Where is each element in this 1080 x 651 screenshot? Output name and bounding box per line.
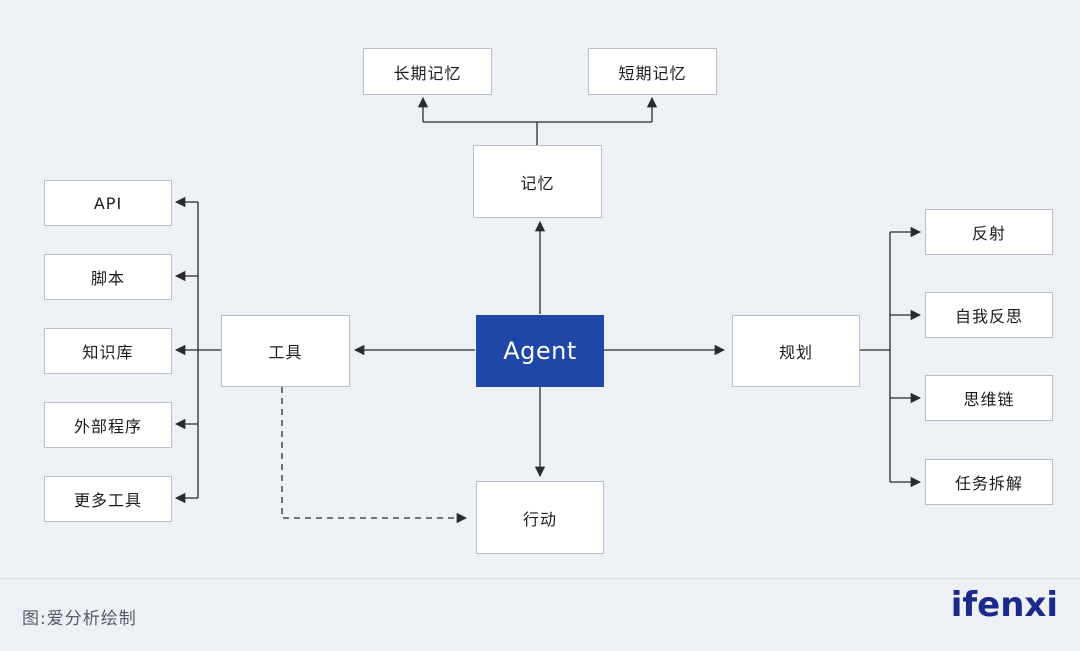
node-planning: 规划 [732,315,860,387]
node-memory: 记忆 [473,145,602,218]
ifenxi-logo: ifenxi [950,585,1058,625]
node-external-program: 外部程序 [44,402,172,448]
edge-tools-action-dashed [281,387,468,524]
node-chain-of-thought: 思维链 [925,375,1053,421]
node-self-reflection: 自我反思 [925,292,1053,338]
node-long-term-memory: 长期记忆 [363,48,492,95]
node-tools: 工具 [221,315,350,387]
node-api: API [44,180,172,226]
node-short-term-memory: 短期记忆 [588,48,717,95]
node-script: 脚本 [44,254,172,300]
node-action: 行动 [476,481,604,554]
node-knowledge-base: 知识库 [44,328,172,374]
node-agent: Agent [476,315,604,387]
figure-caption: 图:爱分析绘制 [22,609,137,629]
node-more-tools: 更多工具 [44,476,172,522]
node-reflection: 反射 [925,209,1053,255]
footer-divider [0,578,1080,579]
node-task-decomposition: 任务拆解 [925,459,1053,505]
